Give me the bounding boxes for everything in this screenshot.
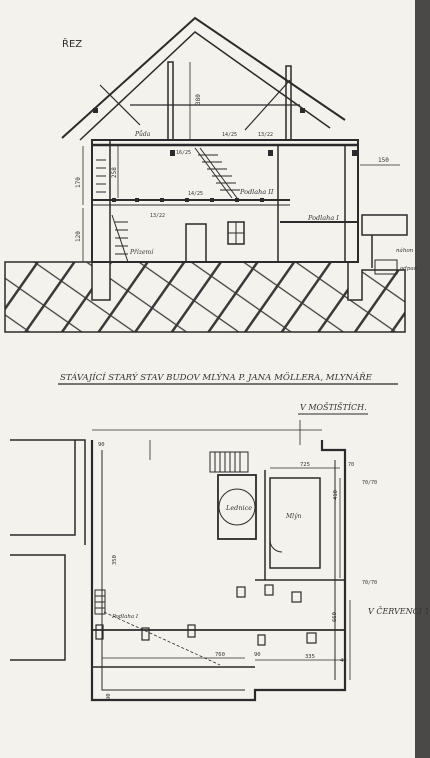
plan-dim-2: 410 [333, 490, 339, 500]
right-note-1: odpad [400, 266, 418, 272]
plan-pillars [95, 584, 317, 646]
plan-dim-1: 725 [300, 462, 310, 468]
plan-dim-7: 335 [305, 654, 315, 660]
section-annex [361, 214, 408, 236]
plan-outer-wall [90, 440, 347, 702]
room-label-mlyn: Mlýn [285, 513, 301, 520]
floor-label-2: Podlaha II [239, 188, 274, 196]
section-dim-6: 13/22 [258, 132, 273, 138]
floor-label-1: Podlaha I [307, 214, 339, 222]
section-label: ŘEZ [62, 37, 82, 50]
floor-label-attic: Půda [134, 131, 151, 138]
drawing-title: STÁVAJÍCÍ STARÝ STAV BUDOV MLÝNA P. JANA… [60, 371, 373, 383]
right-note-0: náhon [396, 247, 414, 254]
section-dim-3: 150 [378, 157, 389, 164]
page-edge [415, 0, 430, 758]
plan-dim-11: 70 [348, 462, 354, 468]
section-dim-8: 16/25 [176, 150, 191, 156]
plan-stair [209, 451, 249, 473]
room-label-lednice: Lednice [225, 504, 252, 512]
section-dim-2: 258 [111, 167, 118, 178]
plan-dim-5: 760 [215, 652, 225, 658]
section-dim-7: 13/22 [150, 213, 165, 219]
plan-room-lednice [217, 474, 257, 540]
plan-room-mlyn [269, 477, 321, 569]
plan-floor-label: Podlaha I [111, 614, 139, 620]
beam-row [112, 150, 357, 202]
section-dim-0: 380 [195, 94, 202, 105]
floor-label-ground: Přízemí [129, 249, 154, 256]
section-dim-4: 120 [75, 231, 82, 242]
plan-dim-10: 70/70 [362, 580, 377, 586]
ground-hatch [4, 261, 406, 333]
plan-dim-3: 350 [112, 555, 118, 565]
section-dim-9: 14/25 [188, 191, 203, 197]
roof-outline [61, 16, 346, 139]
plan-dim-12: 90 [106, 693, 112, 700]
section-dim-1: 170 [75, 177, 82, 188]
plan-dim-6: 90 [254, 652, 261, 658]
plan-side-note: V ČERVENCI 19 [368, 607, 430, 616]
drawing-subtitle: V MOŠTIŠTÍCH. [300, 403, 367, 412]
plan-dim-8: 40 [340, 658, 347, 664]
plan-dim-0: 90 [98, 442, 105, 448]
plan-dim-9: 70/70 [362, 480, 377, 486]
section-door [185, 223, 207, 263]
section-dim-5: 14/25 [222, 132, 237, 138]
plan-neighbour-walls [10, 439, 86, 661]
plan-dim-4: 660 [332, 612, 338, 622]
